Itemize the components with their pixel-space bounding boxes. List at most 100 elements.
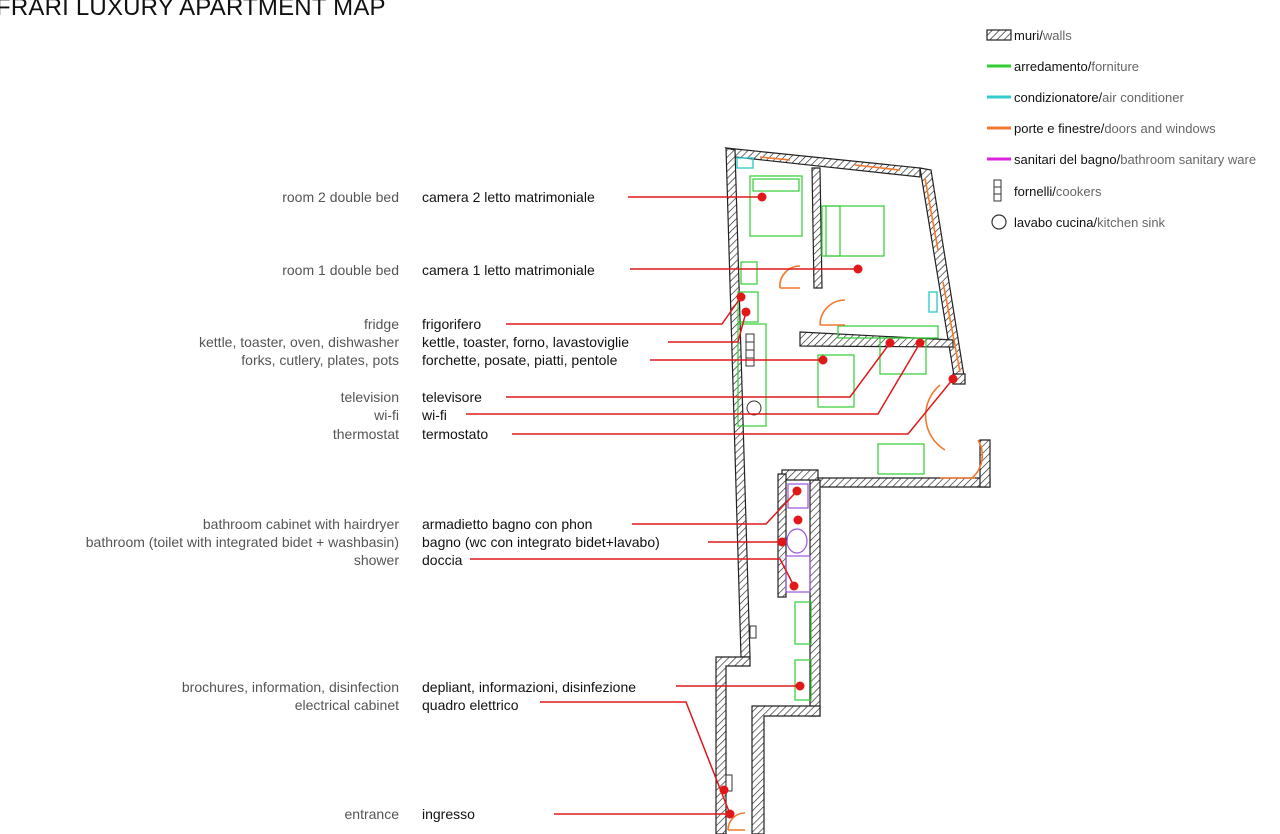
dot-electrical <box>719 785 729 795</box>
wall-bottom-right <box>817 477 991 488</box>
electrical-cabinet-plan <box>725 774 733 792</box>
air-conditioners <box>736 157 938 313</box>
legend-label-en: kitchen sink <box>1097 214 1166 230</box>
label-en-room1: room 1 double bed <box>282 262 399 278</box>
label-en-entrance: entrance <box>344 806 399 822</box>
legend-label-it: fornelli/ <box>1014 183 1056 199</box>
bed-room1-pillow <box>825 205 841 257</box>
ac-room1 <box>928 291 938 313</box>
legend-item-furniture: arredamento/ forniture <box>986 57 1139 75</box>
orange-line-icon <box>986 119 1014 137</box>
label-en-television: television <box>340 389 399 405</box>
label-en-bathroom: bathroom (toilet with integrated bidet +… <box>85 534 399 550</box>
table <box>817 354 855 408</box>
door-balcony <box>924 384 984 479</box>
label-en-bath-cabinet: bathroom cabinet with hairdryer <box>202 516 399 532</box>
wall-bath-top <box>781 469 819 481</box>
wall-corridor-right-step <box>751 705 821 834</box>
dot-cutlery <box>818 355 828 365</box>
legend-label-it: arredamento/ <box>1014 58 1092 74</box>
door-room2 <box>819 299 846 326</box>
dot-thermostat <box>948 374 958 384</box>
label-it-entrance: ingresso <box>422 806 475 822</box>
label-it-television: televisore <box>422 389 482 405</box>
label-en-room2: room 2 double bed <box>282 189 399 205</box>
leader-lines <box>466 196 954 815</box>
label-it-thermostat: termostato <box>422 426 489 442</box>
bed-room2 <box>749 175 803 237</box>
dot-brochures <box>795 681 805 691</box>
label-it-appliances: kettle, toaster, forno, lavastoviglie <box>422 334 629 350</box>
wall-bath-left <box>777 473 787 598</box>
page-title: FRARI LUXURY APARTMENT MAP <box>0 0 386 21</box>
label-en-wifi: wi-fi <box>374 407 399 423</box>
label-it-electrical: quadro elettrico <box>422 697 519 713</box>
legend-label-it: porte e finestre/ <box>1014 120 1105 136</box>
leader-dots <box>719 192 958 819</box>
kitchen-counter <box>737 323 767 427</box>
legend-item-sanitary: sanitari del bagno/ bathroom sanitary wa… <box>986 150 1256 168</box>
legend-label-en: doors and windows <box>1104 120 1216 136</box>
furniture <box>737 175 939 701</box>
walls <box>715 147 991 834</box>
label-it-room1: camera 1 letto matrimoniale <box>422 262 595 278</box>
label-en-electrical: electrical cabinet <box>294 697 399 713</box>
label-it-bathroom: bagno (wc con integrato bidet+lavabo) <box>422 534 660 550</box>
legend-label-en: walls <box>1042 27 1072 43</box>
door-entrance <box>727 812 746 831</box>
legend-item-sink: lavabo cucina/ kitchen sink <box>986 213 1165 231</box>
cyan-line-icon <box>986 88 1014 106</box>
label-en-brochures: brochures, information, disinfection <box>181 679 399 695</box>
cooker-icon <box>986 179 1014 203</box>
nightstand <box>740 261 758 285</box>
label-it-fridge: frigorifero <box>422 316 482 332</box>
kitchen-sink-on-plan <box>746 400 762 416</box>
legend-label-it: sanitari del bagno/ <box>1014 151 1121 167</box>
dot-shower <box>789 581 799 591</box>
dot-wifi <box>915 338 925 348</box>
legend-label-en: forniture <box>1091 58 1140 74</box>
sanitary-ware <box>785 483 811 593</box>
dot-appliances <box>741 307 751 317</box>
label-en-thermostat: thermostat <box>332 426 399 442</box>
label-en-cutlery: forks, cutlery, plates, pots <box>241 352 399 368</box>
green-line-icon <box>986 57 1014 75</box>
dot-room2 <box>757 192 767 202</box>
legend-label-it: lavabo cucina/ <box>1014 214 1098 230</box>
label-it-room2: camera 2 letto matrimoniale <box>422 189 595 205</box>
label-it-wifi: wi-fi <box>422 407 447 423</box>
ac-room2 <box>736 157 754 169</box>
door-room1 <box>779 265 801 289</box>
legend-item-walls: muri/walls <box>986 26 1072 44</box>
label-it-bath-cabinet: armadietto bagno con phon <box>422 516 593 532</box>
armchair <box>877 443 925 475</box>
sink-circle-icon <box>986 213 1014 231</box>
legend-item-cookers: fornelli/ cookers <box>986 179 1101 203</box>
cooker-on-plan <box>745 333 755 367</box>
wall-kitchen-divider <box>799 331 954 348</box>
closet-2 <box>794 659 812 701</box>
label-en-fridge: fridge <box>363 316 399 332</box>
sideboard <box>837 325 939 339</box>
legend-label-it: condizionatore/ <box>1014 89 1103 105</box>
label-en-shower: shower <box>353 552 399 568</box>
legend-label-it: muri/ <box>1014 27 1043 43</box>
shower-tray <box>785 555 811 593</box>
legend-label-en: air conditioner <box>1102 89 1184 105</box>
bed-room1 <box>821 205 885 257</box>
fridge <box>737 291 759 323</box>
dot-cabinet <box>792 486 802 496</box>
wall-corridor-left-step <box>715 656 751 834</box>
closet-1 <box>794 601 812 645</box>
legend-label-en: bathroom sanitary ware <box>1120 151 1257 167</box>
label-it-brochures: depliant, informazioni, disinfezione <box>422 679 637 695</box>
dot-hairdryer <box>793 515 803 525</box>
label-it-shower: doccia <box>422 552 463 568</box>
wall-top <box>724 147 921 178</box>
dot-entrance <box>725 809 735 819</box>
doors-windows <box>727 156 984 831</box>
label-it-cutlery: forchette, posate, piatti, pentole <box>422 352 618 368</box>
washbasin <box>787 483 809 509</box>
wall-right <box>919 167 966 383</box>
